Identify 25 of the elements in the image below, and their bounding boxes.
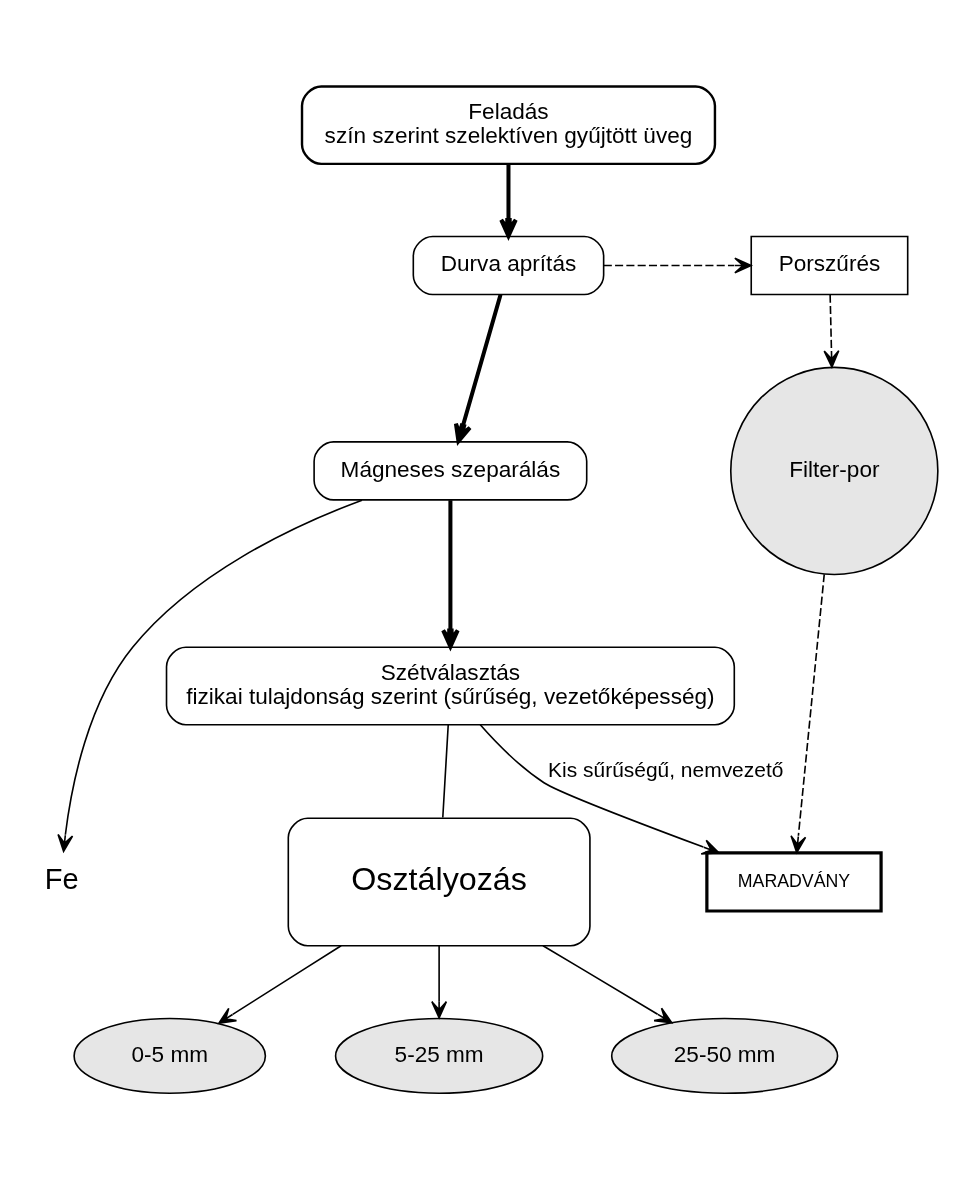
arrow: [441, 500, 460, 649]
connector: [442, 723, 450, 819]
node-ellipse: 25-50 mm: [610, 1017, 839, 1095]
node-box: Szétválasztás fizikai tulajdonság szerint (sűrűség, vezetőképesség): [165, 646, 736, 726]
arrow: [823, 294, 840, 368]
arrow: [542, 944, 673, 1024]
node-box: Feladás szín szerint szelektíven gyűjtött üveg: [300, 85, 717, 166]
node-box: MARADVÁNY: [705, 851, 883, 913]
arrow: [602, 257, 752, 274]
arrow: [479, 724, 720, 855]
node-box: Mágneses szeparálás: [313, 441, 588, 501]
node-box: Durva aprítás: [412, 235, 605, 296]
arrow: [499, 164, 518, 239]
node-ellipse: 0-5 mm: [73, 1017, 267, 1095]
node-ellipse: 5-25 mm: [334, 1017, 544, 1095]
node-box: Osztályozás: [287, 817, 591, 947]
arrow: [431, 944, 448, 1019]
node-box: Porszűrés: [750, 235, 909, 296]
node-text: Fe: [44, 863, 79, 896]
arrow: [453, 294, 503, 444]
edge-label: Kis sűrűségű, nemvezető: [548, 757, 784, 781]
arrow: [57, 499, 363, 853]
node-circle: Filter-por: [729, 366, 939, 576]
arrow: [790, 573, 826, 854]
arrow: [218, 944, 342, 1024]
